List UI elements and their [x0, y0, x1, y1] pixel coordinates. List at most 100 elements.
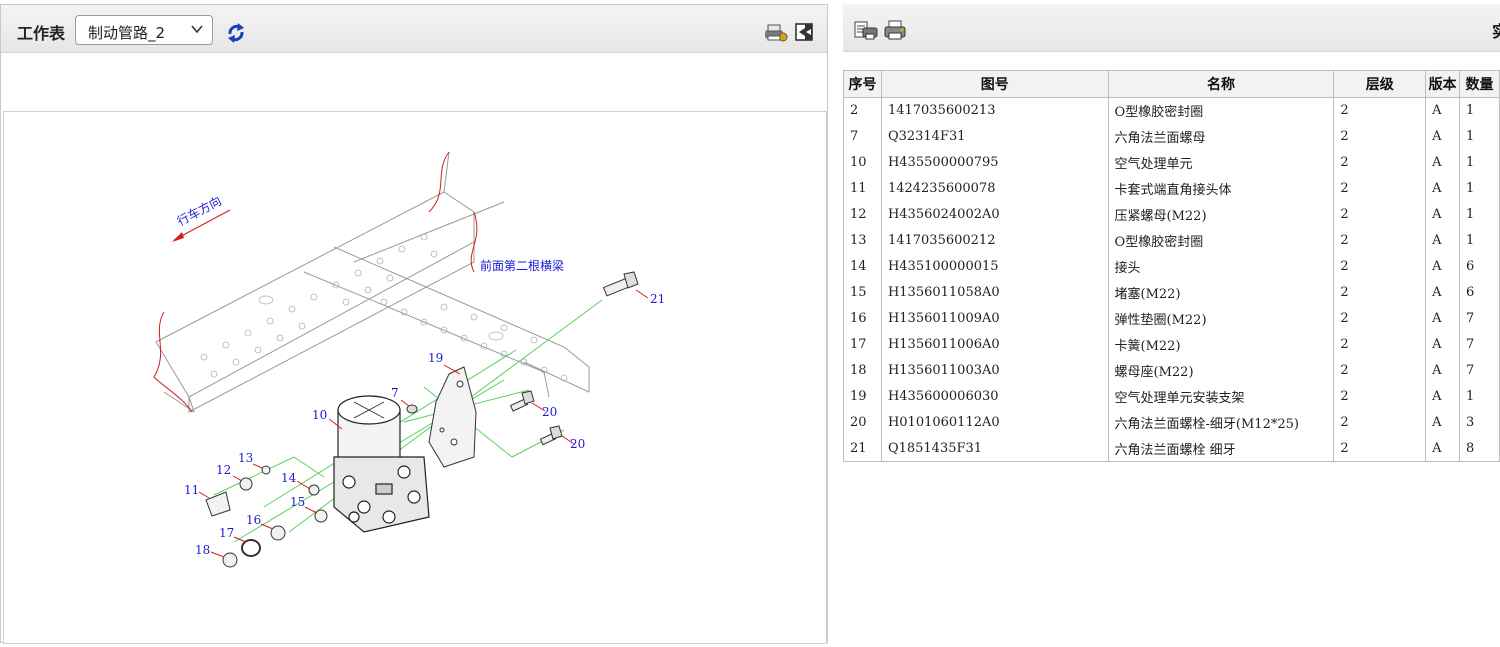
o-ring-13	[261, 465, 271, 475]
export-icon[interactable]	[853, 19, 879, 41]
cell-part-number: H1356011009A0	[880, 305, 1109, 332]
callout-20a: 20	[542, 405, 557, 419]
cell-level: 2	[1333, 409, 1427, 436]
washer-16	[270, 525, 286, 541]
cell-name: 卡套式端直角接头体	[1107, 175, 1335, 202]
print-table-icon[interactable]	[883, 19, 909, 41]
cell-name: 卡簧(M22)	[1107, 331, 1335, 358]
cell-quantity: 3	[1459, 409, 1500, 436]
cell-version: A	[1425, 383, 1461, 410]
nut-seat-18	[222, 552, 238, 568]
col-header-index[interactable]: 序号	[843, 70, 882, 98]
cell-name: 压紧螺母(M22)	[1107, 201, 1335, 228]
cell-level: 2	[1333, 305, 1427, 332]
cell-part-number: Q32314F31	[880, 123, 1109, 150]
drawing-toolbar: 工作表 制动管路_2	[1, 5, 827, 53]
cell-level: 2	[1333, 331, 1427, 358]
cell-level: 2	[1333, 253, 1427, 280]
fitting-14	[308, 484, 320, 496]
cell-quantity: 7	[1459, 305, 1500, 332]
cell-version: A	[1425, 253, 1461, 280]
cell-quantity: 1	[1459, 123, 1500, 150]
cell-level: 2	[1333, 123, 1427, 150]
parts-list-panel: 实 序号 图号 名称 层级 版本 数量 2 1417035600213O型橡胶密封…	[843, 4, 1500, 643]
plug-15	[314, 509, 328, 523]
cell-version: A	[1425, 175, 1461, 202]
callout-19: 19	[428, 351, 443, 365]
col-header-name[interactable]: 名称	[1107, 70, 1335, 98]
refresh-icon[interactable]	[225, 22, 247, 44]
col-header-quantity[interactable]: 数量	[1459, 70, 1500, 98]
worksheet-select-value: 制动管路_2	[88, 24, 166, 42]
cell-version: A	[1425, 201, 1461, 228]
cell-version: A	[1425, 279, 1461, 306]
cell-part-number: 1424235600078	[880, 175, 1109, 202]
exploded-view-diagram: 行车方向 前面第二根横梁	[153, 151, 665, 568]
cell-quantity: 1	[1459, 175, 1500, 202]
cell-level: 2	[1333, 97, 1427, 124]
worksheet-label: 工作表	[17, 24, 66, 43]
print-icon[interactable]	[762, 23, 788, 43]
cell-index: 16	[843, 305, 882, 332]
callout-15: 15	[290, 495, 305, 509]
cell-name: 接头	[1107, 253, 1335, 280]
cell-level: 2	[1333, 435, 1427, 462]
cell-name: O型橡胶密封圈	[1107, 97, 1335, 124]
cell-quantity: 7	[1459, 331, 1500, 358]
cell-index: 7	[843, 123, 882, 150]
cell-index: 13	[843, 227, 882, 254]
cell-version: A	[1425, 435, 1461, 462]
direction-label: 行车方向	[174, 193, 223, 229]
cell-name: 弹性垫圈(M22)	[1107, 305, 1335, 332]
cell-quantity: 8	[1459, 435, 1500, 462]
col-header-part-number[interactable]: 图号	[880, 70, 1109, 98]
cell-index: 10	[843, 149, 882, 176]
drawing-panel: 工作表 制动管路_2	[0, 4, 828, 644]
cell-part-number: H435600006030	[880, 383, 1109, 410]
cell-version: A	[1425, 227, 1461, 254]
cell-quantity: 6	[1459, 279, 1500, 306]
callout-20b: 20	[570, 437, 585, 451]
elbow-11	[205, 491, 231, 517]
toolbar-title-fragment: 实	[1492, 18, 1500, 42]
cell-quantity: 7	[1459, 357, 1500, 384]
col-header-level[interactable]: 层级	[1333, 70, 1427, 98]
nut-7	[406, 404, 418, 414]
callout-7: 7	[391, 386, 399, 400]
worksheet-select[interactable]: 制动管路_2	[75, 15, 213, 45]
cell-index: 19	[843, 383, 882, 410]
cell-part-number: H435100000015	[880, 253, 1109, 280]
cell-version: A	[1425, 409, 1461, 436]
cell-quantity: 1	[1459, 97, 1500, 124]
cell-version: A	[1425, 331, 1461, 358]
cell-version: A	[1425, 149, 1461, 176]
cell-index: 17	[843, 331, 882, 358]
cell-version: A	[1425, 123, 1461, 150]
cell-name: 六角法兰面螺栓 细牙	[1107, 435, 1335, 462]
cell-index: 12	[843, 201, 882, 228]
circlip-17	[241, 539, 261, 557]
cell-part-number: 1417035600213	[880, 97, 1109, 124]
cell-index: 21	[843, 435, 882, 462]
exit-icon[interactable]	[795, 22, 815, 42]
cell-index: 15	[843, 279, 882, 306]
callout-12: 12	[216, 463, 231, 477]
col-header-version[interactable]: 版本	[1425, 70, 1461, 98]
cell-part-number: H1356011058A0	[880, 279, 1109, 306]
callout-13: 13	[238, 451, 253, 465]
